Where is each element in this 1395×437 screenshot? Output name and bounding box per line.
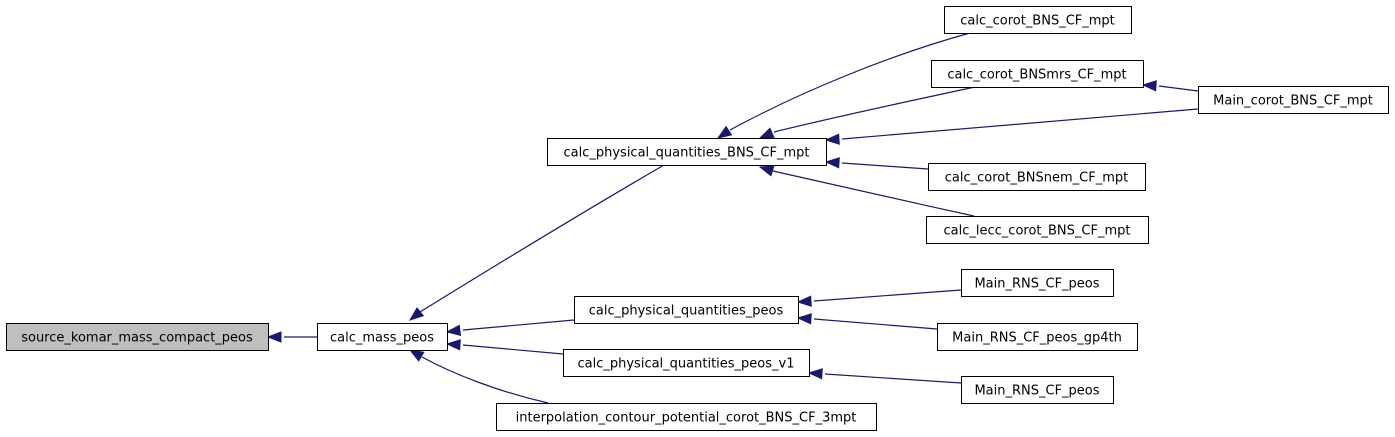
- edge-line: [841, 162, 929, 170]
- node-n2[interactable]: calc_physical_quantities_BNS_CF_mpt: [547, 138, 827, 166]
- node-label: calc_corot_BNS_CF_mpt: [960, 14, 1115, 29]
- edge-arrowhead: [824, 157, 840, 169]
- node-n11[interactable]: Main_RNS_CF_peos: [961, 269, 1114, 297]
- node-n12[interactable]: Main_RNS_CF_peos_gp4th: [937, 323, 1138, 351]
- graph-edges: [266, 32, 1199, 404]
- node-box[interactable]: [496, 403, 877, 431]
- edge-n10-to-n7: [1141, 80, 1199, 92]
- edge-arrowhead: [445, 339, 461, 351]
- edge-arrowhead: [1141, 80, 1157, 92]
- edge-n8-to-n2: [824, 157, 929, 170]
- edge-line: [462, 344, 564, 355]
- edge-line: [419, 164, 665, 313]
- node-label: Main_RNS_CF_peos: [974, 277, 1099, 292]
- node-label: calc_corot_BNSnem_CF_mpt: [945, 171, 1128, 186]
- node-box[interactable]: [931, 60, 1144, 88]
- edge-n7-to-n2: [758, 86, 976, 139]
- node-n9[interactable]: calc_lecc_corot_BNS_CF_mpt: [926, 216, 1149, 244]
- node-box[interactable]: [574, 296, 799, 324]
- edge-arrowhead: [758, 127, 775, 139]
- node-n7[interactable]: calc_corot_BNSmrs_CF_mpt: [931, 60, 1144, 88]
- node-n5[interactable]: interpolation_contour_potential_corot_BN…: [496, 403, 877, 431]
- edge-n6-to-n2: [716, 32, 971, 139]
- edge-arrowhead: [824, 133, 840, 145]
- edge-arrowhead: [807, 368, 823, 380]
- edge-n11-to-n3: [796, 289, 962, 307]
- edge-n4-to-n1: [445, 339, 564, 355]
- edge-arrowhead: [266, 331, 282, 343]
- node-label: Main_corot_BNS_CF_mpt: [1213, 94, 1373, 109]
- edge-n1-to-n0: [266, 331, 317, 343]
- node-box[interactable]: [961, 376, 1114, 404]
- node-n4[interactable]: calc_physical_quantities_peos_v1: [563, 349, 810, 377]
- edge-n3-to-n1: [445, 319, 575, 337]
- node-label: calc_mass_peos: [330, 331, 434, 346]
- node-label: calc_physical_quantities_BNS_CF_mpt: [563, 146, 809, 161]
- edge-arrowhead: [445, 324, 462, 337]
- edge-line: [772, 170, 975, 217]
- edge-n13-to-n4: [807, 368, 962, 384]
- node-label: source_komar_mass_compact_peos: [21, 331, 253, 346]
- node-label: Main_RNS_CF_peos: [974, 384, 1099, 399]
- edge-n5-to-n1: [408, 349, 549, 404]
- edge-n10-to-n2: [824, 108, 1199, 145]
- edge-n2-to-n1: [408, 164, 665, 321]
- edge-arrowhead: [796, 313, 812, 325]
- node-box[interactable]: [961, 269, 1114, 297]
- node-n3[interactable]: calc_physical_quantities_peos: [574, 296, 799, 324]
- node-box[interactable]: [547, 138, 827, 166]
- edge-line: [462, 319, 575, 331]
- edge-line: [773, 86, 976, 133]
- node-n13[interactable]: Main_RNS_CF_peos: [961, 376, 1114, 404]
- edge-arrowhead: [716, 125, 733, 139]
- node-n1[interactable]: calc_mass_peos: [317, 323, 448, 351]
- edge-line: [824, 373, 962, 384]
- node-box[interactable]: [928, 163, 1146, 191]
- edge-n12-to-n3: [796, 313, 938, 330]
- node-box[interactable]: [563, 349, 810, 377]
- node-box[interactable]: [926, 216, 1149, 244]
- node-box[interactable]: [6, 323, 269, 351]
- node-box[interactable]: [1198, 86, 1389, 114]
- node-n10[interactable]: Main_corot_BNS_CF_mpt: [1198, 86, 1389, 114]
- edge-n9-to-n2: [758, 165, 975, 217]
- node-n6[interactable]: calc_corot_BNS_CF_mpt: [944, 6, 1132, 34]
- node-n8[interactable]: calc_corot_BNSnem_CF_mpt: [928, 163, 1146, 191]
- node-label: calc_physical_quantities_peos_v1: [578, 357, 795, 372]
- edge-line: [729, 32, 971, 131]
- graph-nodes: source_komar_mass_compact_peos calc_mass_…: [6, 6, 1389, 431]
- node-label: Main_RNS_CF_peos_gp4th: [952, 331, 1122, 346]
- edge-arrowhead: [758, 165, 775, 177]
- edge-arrowhead: [408, 307, 425, 321]
- edge-line: [421, 356, 549, 404]
- edge-arrowhead: [408, 349, 425, 362]
- edge-arrowhead: [796, 295, 812, 307]
- edge-line: [841, 108, 1199, 140]
- node-label: calc_physical_quantities_peos: [589, 304, 784, 319]
- node-box[interactable]: [317, 323, 448, 351]
- edge-line: [1158, 85, 1199, 92]
- edge-line: [813, 318, 938, 330]
- edge-line: [813, 289, 962, 302]
- node-box[interactable]: [944, 6, 1132, 34]
- node-box[interactable]: [937, 323, 1138, 351]
- node-label: calc_lecc_corot_BNS_CF_mpt: [944, 224, 1131, 239]
- node-label: interpolation_contour_potential_corot_BN…: [516, 411, 857, 426]
- node-n0[interactable]: source_komar_mass_compact_peos: [6, 323, 269, 351]
- node-label: calc_corot_BNSmrs_CF_mpt: [947, 68, 1126, 83]
